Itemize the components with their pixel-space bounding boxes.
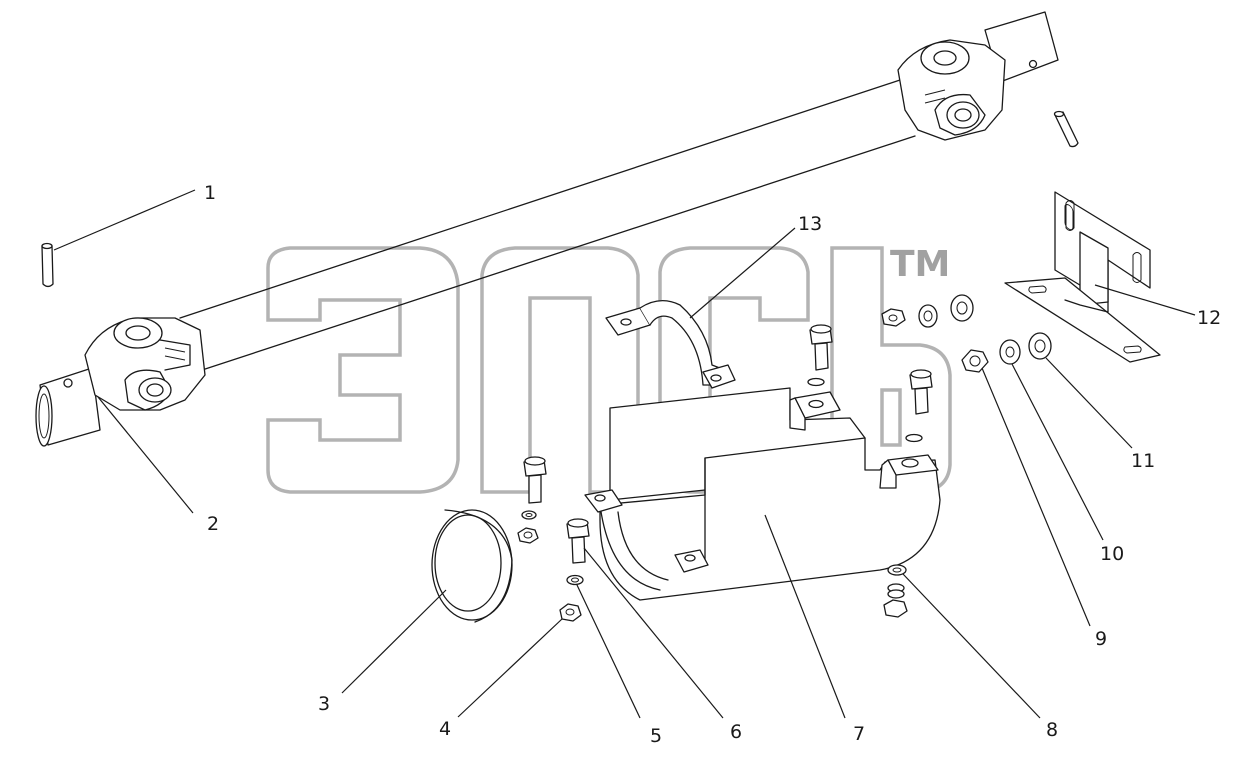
flat-washer-upper-group [950,294,974,322]
nut-4 [559,603,582,622]
callout-labels: 1 2 3 4 5 6 7 8 9 10 11 12 13 [204,182,1221,747]
seal-ring [431,509,513,623]
callout-7: 7 [853,723,865,745]
nut-upper-group [881,308,906,327]
flat-washer-11 [1028,332,1052,360]
callout-13: 13 [798,213,822,235]
washer-8 [887,564,907,576]
washer-5 [566,574,584,586]
leader-12 [1094,284,1196,316]
roll-pin-left [41,242,54,288]
leader-7 [764,514,846,719]
lock-washer-10 [999,339,1021,365]
leader-4 [457,618,563,718]
leader-11 [1045,357,1133,449]
nut-9 [961,349,989,373]
leader-3 [341,589,447,694]
callout-2: 2 [207,513,219,535]
callout-8: 8 [1046,719,1058,741]
leader-2 [97,396,194,514]
leader-6 [583,547,724,719]
nut-8-stack [883,583,908,618]
trademark-mark: TM [890,244,950,285]
callout-3: 3 [318,693,330,715]
roll-pin-right [1053,110,1079,148]
nut-left-upper [517,527,539,544]
leader-lines [53,189,1196,719]
leader-13 [689,227,796,319]
shaft-guard [584,387,941,601]
drive-shaft-tube [179,79,916,373]
callout-6: 6 [730,721,742,743]
leader-8 [902,573,1041,719]
u-clamp [605,300,736,389]
mounting-bracket [1004,191,1161,363]
callout-5: 5 [650,725,662,747]
watermark-logo: TM [266,244,952,494]
washer-left-upper [521,510,537,520]
callout-10: 10 [1100,543,1124,565]
bolt-6 [566,518,590,564]
callout-9: 9 [1095,628,1107,650]
leader-10 [1011,363,1104,541]
lock-washer-upper-group [918,304,938,328]
bolt-center-right [905,369,933,443]
bolt-left-upper [523,456,547,504]
callout-12: 12 [1197,307,1221,329]
callout-4: 4 [439,718,451,740]
leader-9 [981,367,1091,627]
leader-1 [53,189,196,251]
callout-11: 11 [1131,450,1155,472]
leader-5 [576,584,641,719]
bolt-center-top [807,324,833,387]
universal-joint-left [35,317,206,447]
universal-joint-right [897,11,1059,141]
callout-1: 1 [204,182,216,204]
